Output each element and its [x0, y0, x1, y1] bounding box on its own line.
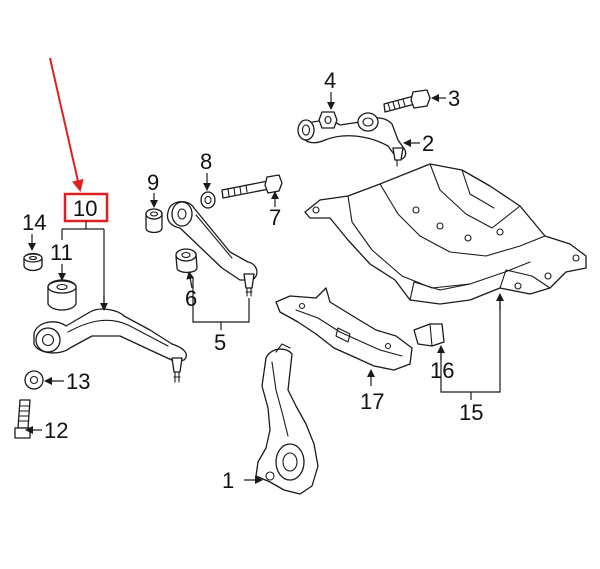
callout-15: 15 — [459, 400, 483, 425]
washer-13-drawing — [24, 370, 44, 390]
bushing-6-drawing — [175, 248, 198, 274]
callout-10: 10 — [73, 196, 97, 221]
callout-7: 7 — [269, 205, 281, 230]
bushing-14-drawing — [23, 252, 43, 272]
bushing-11-drawing — [47, 279, 77, 311]
subframe-drawing — [304, 163, 587, 305]
leader-5 — [192, 277, 250, 323]
skid-plate-drawing — [275, 287, 413, 371]
callout-6: 6 — [185, 286, 197, 311]
leader-6 — [186, 271, 195, 289]
callout-12: 12 — [44, 418, 68, 443]
callout-17: 17 — [360, 389, 384, 414]
lower-link-arm-drawing — [166, 201, 258, 297]
callout-11: 11 — [50, 240, 73, 265]
callout-5: 5 — [214, 330, 226, 355]
callout-4: 4 — [324, 68, 336, 93]
steering-knuckle-drawing — [255, 343, 319, 495]
bolt-12-drawing — [14, 399, 31, 439]
callout-9: 9 — [147, 170, 159, 195]
callout-8: 8 — [200, 149, 212, 174]
bolt-7-drawing — [221, 174, 283, 199]
callout-14: 14 — [22, 210, 46, 235]
callout-1: 1 — [222, 468, 234, 493]
bushing-9-drawing — [145, 208, 163, 234]
callout-13: 13 — [66, 369, 90, 394]
upper-control-arm-drawing — [297, 112, 407, 167]
bolt-3-drawing — [383, 89, 431, 113]
washer-8-drawing — [200, 191, 216, 209]
nut-4-drawing — [318, 111, 338, 129]
lower-control-arm-drawing — [33, 308, 187, 383]
bracket-16-drawing — [413, 323, 445, 347]
highlight-pointer-arrow — [49, 57, 84, 192]
callout-16: 16 — [430, 358, 454, 383]
leader-10 — [61, 221, 105, 308]
callout-3: 3 — [448, 86, 460, 111]
callout-2: 2 — [422, 131, 434, 156]
